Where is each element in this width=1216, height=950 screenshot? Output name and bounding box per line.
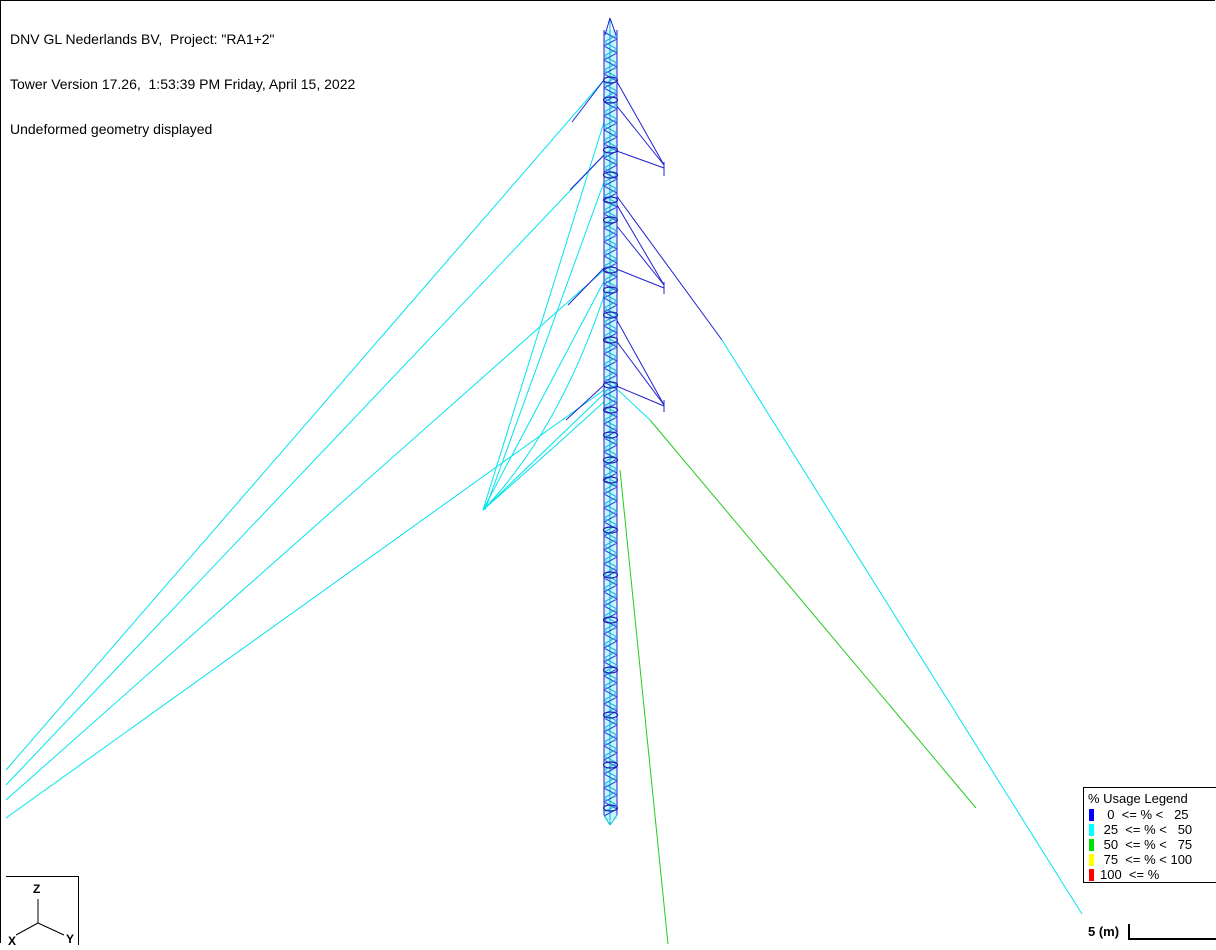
x-axis-line: [15, 922, 39, 936]
legend-item: 100 <= %: [1088, 867, 1159, 882]
legend-swatch: [1089, 854, 1094, 866]
legend-item: 0 <= % < 25: [1088, 807, 1189, 822]
mast-diaphragm: [602, 761, 619, 769]
mast-diaphragm: [602, 381, 619, 389]
stay-line: [482, 269, 611, 511]
mast-diaphragm: [602, 266, 619, 274]
legend-item-label: 0 <= % < 25: [1100, 807, 1189, 822]
mast-diaphragm: [602, 406, 619, 414]
header-geometry-line: Undeformed geometry displayed: [10, 121, 213, 137]
mast-base: [603, 814, 611, 826]
stay-line: [482, 389, 609, 511]
mast-diaphragm: [602, 76, 619, 84]
arm-left: [571, 79, 605, 123]
mast-diaphragm: [602, 526, 619, 534]
mast-tip: [609, 17, 617, 36]
stay-curve: [482, 399, 607, 511]
legend-item-label: 25 <= % < 50: [1100, 822, 1193, 837]
stay-curve: [482, 289, 607, 511]
header-info: DNV GL Nederlands BV, Project: "RA1+2" T…: [10, 2, 355, 152]
header-project-line: DNV GL Nederlands BV, Project: "RA1+2": [10, 31, 275, 47]
arm: [613, 314, 665, 406]
scale-label: 5 (m): [1088, 924, 1120, 939]
legend-swatch: [1089, 824, 1094, 836]
mast-diaphragm: [602, 431, 619, 439]
mast-base: [609, 814, 618, 826]
legend-item-label: 100 <= %: [1100, 867, 1160, 882]
legend-swatch: [1089, 839, 1094, 851]
legend-swatch: [1089, 869, 1094, 881]
guy-wire: [617, 389, 651, 421]
arm: [611, 99, 665, 166]
guy-wire-green: [649, 419, 977, 809]
x-axis-label: X: [8, 934, 16, 945]
y-axis-line: [37, 922, 65, 936]
axis-triad: Z X Y: [8, 882, 74, 948]
axis-triad-box: Z X Y: [6, 876, 79, 948]
guy-wire: [5, 154, 605, 786]
guy-wires-green: [619, 419, 977, 944]
scale-bar: [1128, 924, 1216, 940]
header-version-line: Tower Version 17.26, 1:53:39 PM Friday, …: [10, 76, 356, 92]
mast-lacing: [602, 31, 619, 817]
arm: [613, 267, 665, 289]
mast-diaphragm: [602, 804, 619, 812]
mast-diaphragm: [602, 96, 619, 104]
arm-left: [569, 154, 605, 191]
guy-wire-green: [619, 469, 669, 944]
mast-diaphragm: [602, 311, 619, 319]
stay-line: [484, 159, 613, 511]
arm: [613, 199, 665, 286]
legend-item: 25 <= % < 50: [1088, 822, 1192, 837]
mast-diaphragm: [602, 666, 619, 674]
mast-diaphragm: [602, 286, 619, 294]
lattice-mast: [602, 17, 619, 826]
arm: [613, 384, 665, 407]
stay-line: [482, 89, 615, 511]
legend-item: 75 <= % < 100: [1088, 852, 1192, 867]
mast-diaphragm: [602, 336, 619, 344]
guy-wire: [5, 389, 605, 819]
legend-item-label: 50 <= % < 75: [1100, 837, 1193, 852]
arm: [611, 219, 665, 286]
cross-arms-blue: [565, 79, 723, 421]
mast-diaphragm: [602, 711, 619, 719]
guy-wire: [5, 269, 605, 801]
mast-diaphragm: [602, 456, 619, 464]
guy-wire: [5, 79, 605, 771]
legend-item-label: 75 <= % < 100: [1100, 852, 1193, 867]
arm-left: [565, 384, 605, 421]
mast-diaphragm: [602, 216, 619, 224]
arm: [611, 334, 665, 406]
legend-swatch: [1089, 809, 1094, 821]
legend-item: 50 <= % < 75: [1088, 837, 1192, 852]
mast-diaphragm: [602, 171, 619, 179]
mast-diaphragm: [602, 196, 619, 204]
mast-diaphragm: [602, 571, 619, 579]
usage-legend: % Usage Legend 0 <= % < 25 25 <= % < 50 …: [1083, 787, 1216, 883]
guy-wires-cyan: [5, 79, 1083, 915]
mast-diaphragm: [602, 476, 619, 484]
mast-diaphragm: [602, 616, 619, 624]
y-axis-label: Y: [66, 932, 74, 945]
arm-stay: [615, 194, 723, 341]
mast-diaphragm: [602, 146, 619, 154]
arm-left: [567, 267, 605, 306]
arm: [615, 79, 665, 166]
legend-title: % Usage Legend: [1088, 791, 1188, 806]
mast-tip: [604, 17, 611, 36]
guy-wire: [721, 339, 1083, 915]
z-axis-label: Z: [33, 882, 40, 896]
arm: [613, 149, 665, 169]
